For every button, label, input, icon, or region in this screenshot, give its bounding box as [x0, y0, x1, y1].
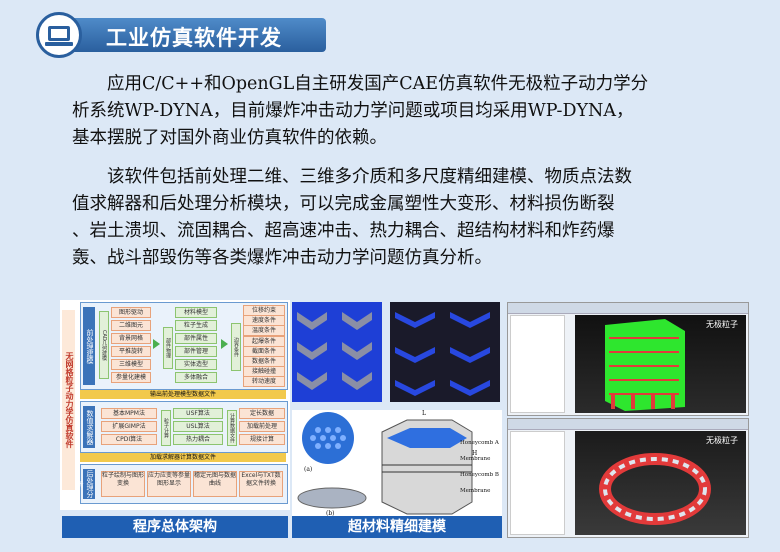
flow-box: 材料模型 — [175, 307, 217, 318]
flow-box: Excel与TXT数据文件转换 — [239, 471, 283, 497]
model-tree — [510, 315, 565, 413]
flow-box: 加载前处理 — [239, 421, 285, 432]
solver-right-label: 计算数据文件 — [227, 410, 237, 446]
caption-architecture: 程序总体架构 — [62, 516, 288, 538]
flow-box: 平推旋转 — [111, 346, 151, 357]
lattice-pattern-image — [390, 302, 500, 402]
section-label-post: 后处理分析 — [76, 469, 95, 499]
paragraph-1-line-1: 应用C/C++和OpenGL自主研发国产CAE仿真软件无极粒子动力学分 — [107, 74, 649, 94]
viewport-title: 无极粒子 — [706, 436, 738, 445]
label-membrane-2: Membrane — [460, 488, 491, 494]
label-honeycomb-a: Honeycomb A — [460, 440, 499, 446]
dim-label-l: L — [422, 410, 426, 417]
model-tree — [510, 431, 565, 535]
flow-box: 应力应变等参量图形显示 — [147, 471, 191, 497]
flow-box: CPDI算法 — [101, 434, 157, 445]
flow-box: 背景网格 — [111, 333, 151, 344]
flow-box: 穗定元图与数据曲线 — [193, 471, 237, 497]
label-honeycomb-b: Honeycomb B — [460, 472, 499, 478]
cad-label: CAD几何建模 — [99, 311, 109, 379]
flow-box: 实体造型 — [175, 359, 217, 370]
flow-box: 多体融合 — [175, 372, 217, 383]
paragraph-1-line-3: 基本摆脱了对国外商业仿真软件的依赖。 — [72, 128, 387, 148]
paragraph-2-line-4: 轰、战斗部毁伤等各类爆炸冲击动力学问题仿真分析。 — [72, 248, 492, 268]
flow-box: 转动速度 — [243, 376, 285, 388]
paragraph-2-line-1: 该软件包括前处理二维、三维多介质和多尺度精细建模、物质点法数 — [107, 167, 632, 187]
flow-box: USL算法 — [173, 421, 223, 432]
caption-metamaterial: 超材料精细建模 — [292, 516, 502, 538]
solver-mid-label: 粒子计算 — [161, 410, 171, 446]
viewport-title: 无极粒子 — [706, 320, 738, 329]
flow-box: 扩展GIMP法 — [101, 421, 157, 432]
flow-box: 定长数据 — [239, 408, 285, 419]
architecture-flowchart: 无网格粒子动力学仿真软件 前处理建模 CAD几何建模 图形驱动二维图元背景网格平… — [60, 300, 290, 510]
label-membrane-1: Membrane — [460, 456, 491, 462]
paragraph-1: 应用C/C++和OpenGL自主研发国产CAE仿真软件无极粒子动力学分 析系统W… — [72, 71, 712, 152]
honeycomb-figure: (a) (b) L H Honeycomb A Membrane Honeyco… — [292, 410, 502, 522]
toolbar — [508, 419, 748, 430]
flowchart-side-label: 无网格粒子动力学仿真软件 — [62, 310, 75, 490]
arrow-icon — [153, 339, 160, 349]
fig-label-b: (b) — [326, 510, 335, 517]
section-solver: 数值求解器 基本MPM法扩展GIMP法 CPDI算法 粒子计算 USF算法 USL算… — [80, 401, 288, 453]
header-bar — [66, 18, 326, 52]
flow-box: 三维模型 — [111, 359, 151, 370]
dim-label-h: H — [472, 450, 478, 457]
flow-box: 部件管理 — [175, 346, 217, 357]
flow-box: 部件属性 — [175, 333, 217, 344]
toolbar — [508, 303, 748, 314]
laptop-icon — [36, 12, 82, 58]
paragraph-2-line-3: 、岩土溃坝、流固耦合、超高速冲击、热力耦合、超结构材料和炸药爆 — [72, 221, 615, 241]
paragraph-2: 该软件包括前处理二维、三维多介质和多尺度精细建模、物质点法数 值求解器和后处理分… — [72, 164, 712, 272]
viewport: 无极粒子 — [575, 315, 746, 413]
section-header: 工业仿真软件开发 — [36, 12, 326, 58]
software-screenshot-building: 无极粒子 — [507, 302, 749, 416]
flow-box: 参量化建模 — [111, 372, 151, 383]
section-preprocessing: 前处理建模 CAD几何建模 图形驱动二维图元背景网格平推旋转三维模型参量化建模 … — [80, 302, 288, 390]
mesh-pattern-image — [292, 302, 382, 402]
section-title: 工业仿真软件开发 — [106, 26, 282, 50]
flow-box: 图形驱动 — [111, 307, 151, 318]
section-label-solver: 数值求解器 — [83, 406, 95, 448]
fig-label-a: (a) — [304, 466, 313, 473]
software-screenshot-ring: 无极粒子 — [507, 418, 749, 538]
load-band: 加载求解器计算数据文件 — [80, 453, 286, 462]
paragraph-1-line-2: 析系统WP-DYNA，目前爆炸冲击动力学问题或项目均采用WP-DYNA， — [72, 101, 634, 121]
pre-mid-label: 部件物理 — [163, 327, 173, 369]
flow-box: 二维图元 — [111, 320, 151, 331]
paragraph-2-line-2: 值求解器和后处理分析模块，可以完成金属塑性大变形、材料损伤断裂 — [72, 194, 615, 214]
pre-right-label: 边界条件 — [231, 323, 241, 371]
flow-box: 热力耦合 — [173, 434, 223, 445]
flow-box: 粒子绘制与图形变换 — [101, 471, 145, 497]
flow-box: 粒子生成 — [175, 320, 217, 331]
flow-box: USF算法 — [173, 408, 223, 419]
arrow-icon — [221, 339, 228, 349]
viewport: 无极粒子 — [575, 431, 746, 535]
flow-box: 规接计算 — [239, 434, 285, 445]
output-band: 输出前处理模型数据文件 — [80, 390, 286, 399]
section-label-pre: 前处理建模 — [83, 307, 95, 385]
flow-box: 基本MPM法 — [101, 408, 157, 419]
